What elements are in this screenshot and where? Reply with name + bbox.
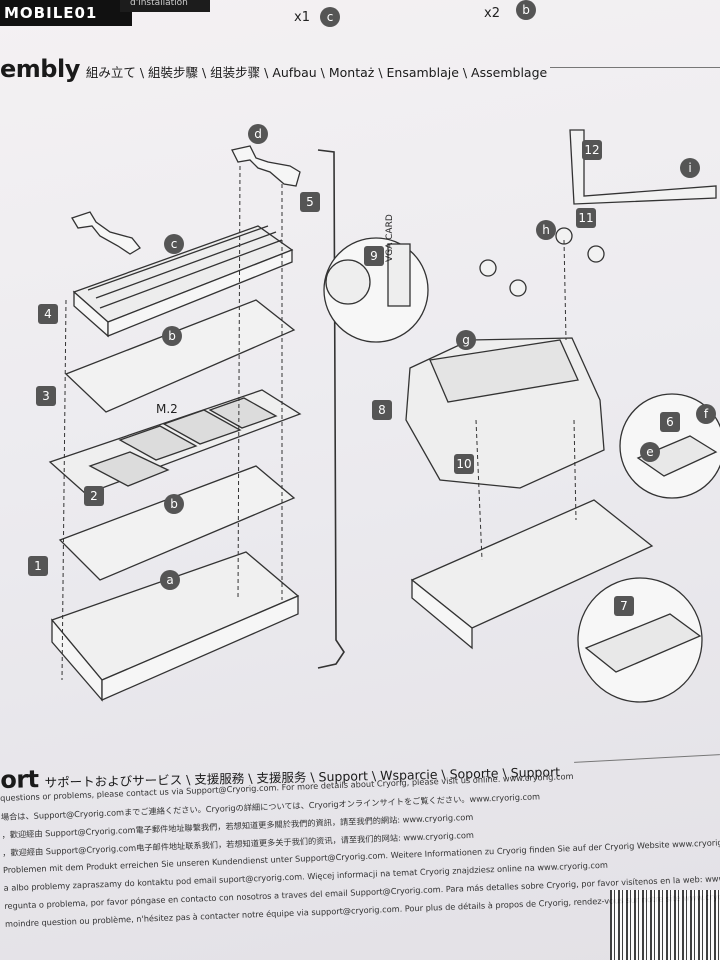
screw-2: [509, 279, 527, 297]
guide-line-4: [563, 239, 567, 341]
part-i: i: [680, 158, 700, 178]
step-2: 2: [84, 486, 104, 506]
step-7: 7: [614, 596, 634, 616]
section-bracket: [317, 149, 345, 669]
assembly-title: embly: [0, 55, 80, 83]
barcode-sticker: [610, 890, 720, 960]
guide-line-6: [573, 419, 577, 521]
heatsink-fin-1: [87, 225, 269, 291]
guide-line-1: [237, 165, 241, 601]
step-4: 4: [38, 304, 58, 324]
step-12: 12: [582, 140, 602, 160]
part-a: a: [160, 570, 180, 590]
part-qty-c: x1: [294, 10, 310, 25]
step-10: 10: [454, 454, 474, 474]
m2-chip-3: [162, 409, 242, 445]
part-letter-c-top: c: [320, 7, 340, 27]
guide-line-5: [475, 419, 483, 561]
support-title: ort: [0, 765, 39, 794]
part-f: f: [696, 404, 716, 424]
assembly-heading-rule: [550, 67, 720, 68]
guide-line-3: [61, 299, 67, 681]
base-plate-front: [101, 595, 299, 701]
vga-card-label: VGA CARD: [385, 214, 395, 262]
assembly-heading: embly 組み立て \ 組裝步驟 \ 组装步骤 \ Aufbau \ Monta…: [0, 55, 547, 83]
inset-6-part-e: [636, 435, 718, 477]
part-b-upper: b: [162, 326, 182, 346]
step-6: 6: [660, 412, 680, 432]
assembly-diagram: [48, 129, 720, 703]
heatsink-c-front: [107, 249, 293, 337]
step-8: 8: [372, 400, 392, 420]
part-qty-b: x2: [484, 6, 500, 21]
inset-7-part: [584, 613, 702, 673]
part-b-lower: b: [164, 494, 184, 514]
hex-key-i: [569, 129, 717, 205]
bracket-d: [231, 145, 301, 187]
part-e: e: [640, 442, 660, 462]
step-5: 5: [300, 192, 320, 212]
right-base-side: [411, 578, 473, 650]
vga-fan: [325, 259, 371, 305]
heatsink-fin-3: [99, 239, 283, 309]
part-c: c: [164, 234, 184, 254]
m2-label: M.2: [156, 402, 178, 416]
step-3: 3: [36, 386, 56, 406]
watermark-logo: MOBILE01: [0, 0, 132, 26]
vga-card-shape: [387, 243, 411, 307]
bracket-left: [71, 211, 141, 255]
assembly-title-languages: 組み立て \ 組裝步驟 \ 组装步骤 \ Aufbau \ Montaż \ E…: [85, 65, 548, 80]
part-g: g: [456, 330, 476, 350]
thermal-pad-upper: [64, 299, 296, 413]
heatsink-fin-2: [95, 231, 277, 299]
m2-chip-4: [208, 397, 278, 429]
step-11: 11: [576, 208, 596, 228]
screw-1: [479, 259, 497, 277]
thermal-pad-lower: [58, 465, 296, 581]
part-d: d: [248, 124, 268, 144]
m2-chip-2: [118, 425, 198, 461]
heatsink-g-fins: [429, 339, 579, 403]
screw-4: [587, 245, 605, 263]
top-title-strip: d'installation: [120, 0, 210, 12]
part-h: h: [536, 220, 556, 240]
step-1: 1: [28, 556, 48, 576]
step-9: 9: [364, 246, 384, 266]
top-strip-text: d'installation: [130, 0, 188, 8]
part-letter-b-top: b: [516, 0, 536, 20]
m2-chip-1: [88, 451, 170, 487]
